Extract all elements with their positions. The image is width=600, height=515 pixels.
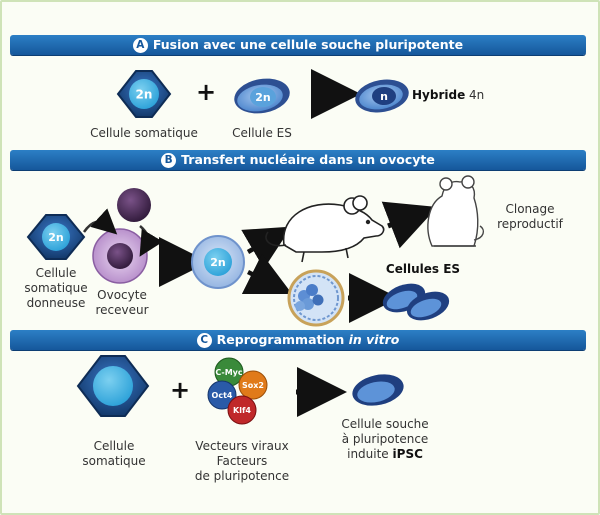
baby-mouse-icon — [427, 175, 485, 247]
caption-ipsc: Cellule souche à pluripotence induite iP… — [341, 417, 429, 461]
section-c-somatic-cell — [76, 355, 150, 417]
curved-arrow-icon — [82, 208, 118, 235]
caption-somatic-c: Cellule somatique — [82, 439, 146, 468]
svg-text:C-Myc: C-Myc — [215, 368, 243, 377]
arrow-icon — [241, 226, 292, 269]
section-a-letter: A — [132, 38, 148, 53]
section-b-donor-cell: 2n — [26, 214, 86, 260]
caption-clonage: Clonage reproductif — [497, 202, 563, 231]
curved-arrow-icon — [139, 225, 164, 257]
caption-somatic-a: Cellule somatique — [90, 126, 198, 140]
mouse-icon — [265, 195, 385, 263]
section-c-title-prefix: Reprogrammation — [216, 332, 345, 347]
factor-sox2: Sox2 — [238, 370, 268, 400]
section-a-es-cell: 2n — [234, 78, 290, 114]
section-a-banner: A Fusion avec une cellule souche pluripot… — [10, 35, 586, 55]
factor-c-myc: C-Myc — [214, 357, 244, 387]
section-b-letter: B — [161, 153, 177, 168]
caption-es-cells: Cellules ES — [385, 262, 461, 276]
svg-text:Oct4: Oct4 — [212, 391, 233, 400]
svg-text:Sox2: Sox2 — [242, 381, 264, 390]
section-b-banner: B Transfert nucléaire dans un ovocyte — [10, 150, 586, 170]
caption-es-a: Cellule ES — [232, 126, 292, 140]
section-a-es-label: 2n — [255, 91, 271, 104]
factor-klf4: Klf4 — [227, 395, 257, 425]
section-b-cell-label: 2n — [210, 256, 226, 269]
factor-oct4: Oct4 — [207, 380, 237, 410]
section-a-hex-label: 2n — [136, 88, 153, 102]
blastocyst-icon — [287, 269, 345, 327]
plus-icon: + — [170, 376, 190, 404]
section-c-ipsc-cell — [352, 374, 404, 406]
arrow-icon — [381, 201, 438, 249]
section-a-hybrid-label: n — [380, 90, 388, 103]
section-c-banner: C Reprogrammation in vitro — [10, 330, 586, 350]
svg-text:Klf4: Klf4 — [233, 406, 251, 415]
plus-icon: + — [196, 78, 216, 106]
arrow-icon — [241, 253, 293, 295]
section-b-reconstructed-cell: 2n — [191, 235, 245, 289]
section-c-title-italic: in vitro — [348, 332, 400, 347]
section-c-letter: C — [196, 333, 212, 348]
caption-donor: Cellule somatique donneuse — [24, 266, 88, 310]
caption-oocyte: Ovocyte receveur — [95, 288, 149, 317]
section-b-es-cells — [382, 283, 450, 321]
section-b-title: Transfert nucléaire dans un ovocyte — [181, 152, 435, 167]
section-a-title: Fusion avec une cellule souche pluripote… — [152, 37, 464, 52]
extracted-nucleus — [117, 188, 151, 222]
caption-hybrid: Hybride 4n — [412, 88, 485, 102]
section-b-oocyte — [92, 228, 148, 284]
section-a-hybrid-cell: n — [355, 79, 409, 113]
section-a-somatic-cell: 2n — [116, 70, 172, 118]
section-b-hex-label: 2n — [48, 231, 64, 244]
caption-vectors: Vecteurs viraux Facteurs de pluripotence — [194, 439, 290, 483]
